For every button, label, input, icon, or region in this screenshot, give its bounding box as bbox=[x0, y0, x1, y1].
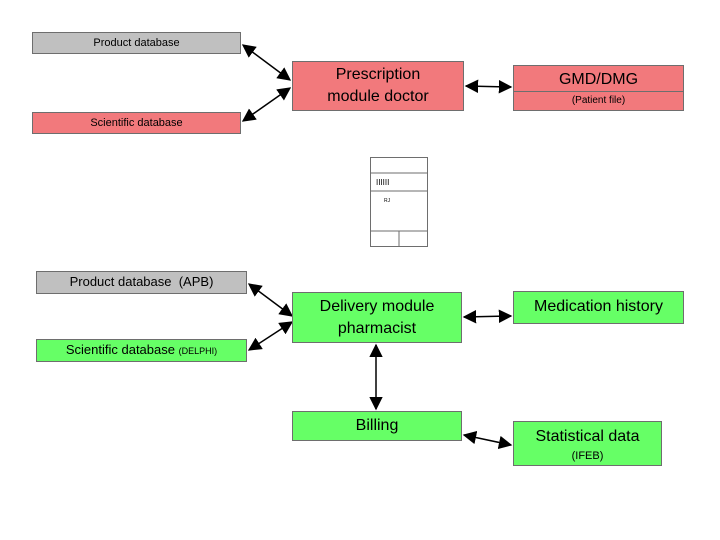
billing-label: Billing bbox=[355, 417, 399, 434]
product-database-apb-label: Product database (APB) bbox=[69, 274, 214, 289]
medication-history-box: Medication history bbox=[513, 291, 684, 324]
prescription-module-box: Prescription module doctor bbox=[292, 61, 464, 111]
patient-file-label: (Patient file) bbox=[571, 95, 626, 106]
gmd-dmg-divider bbox=[514, 91, 683, 92]
scientific-database-top-box: Scientific database bbox=[32, 112, 241, 134]
scientific-database-delphi-box: Scientific database (DELPHI) bbox=[36, 339, 247, 362]
gmd-dmg-label: GMD/DMG bbox=[558, 71, 639, 88]
prescription-module-line2: module doctor bbox=[327, 88, 429, 105]
product-database-apb-box: Product database (APB) bbox=[36, 271, 247, 294]
statistical-data-label: Statistical data bbox=[535, 428, 640, 445]
form-barcode: IIIIII bbox=[376, 178, 389, 187]
form-mark: RJ bbox=[384, 198, 391, 204]
scientific-database-delphi-text: Scientific database bbox=[65, 342, 175, 357]
medication-history-label: Medication history bbox=[534, 298, 663, 315]
statistical-data-box: Statistical data (IFEB) bbox=[513, 421, 662, 466]
prescription-module-line1: Prescription bbox=[335, 66, 421, 83]
product-database-top-label: Product database bbox=[93, 37, 180, 49]
delphi-label: (DELPHI) bbox=[178, 346, 218, 356]
arrow-delivery-to-medication bbox=[462, 309, 513, 324]
arrow-product-apb-to-delivery bbox=[247, 283, 294, 317]
arrow-scientific-delphi-to-delivery bbox=[247, 321, 294, 351]
delivery-module-line1: Delivery module bbox=[319, 298, 435, 315]
gmd-dmg-box: GMD/DMG (Patient file) bbox=[513, 65, 684, 111]
delivery-module-box: Delivery module pharmacist bbox=[292, 292, 462, 343]
arrow-scientific-db-to-prescription bbox=[241, 87, 292, 122]
arrow-product-db-to-prescription bbox=[241, 44, 292, 81]
delivery-module-line2: pharmacist bbox=[337, 320, 417, 337]
arrow-prescription-to-gmd bbox=[464, 79, 513, 94]
billing-box: Billing bbox=[292, 411, 462, 441]
scientific-database-top-label: Scientific database bbox=[90, 117, 183, 129]
ifeb-label: (IFEB) bbox=[571, 450, 604, 462]
scientific-database-delphi-label: Scientific database (DELPHI) bbox=[37, 342, 246, 358]
product-database-top-box: Product database bbox=[32, 32, 241, 54]
prescription-form-icon: IIIIII RJ bbox=[370, 157, 428, 247]
arrow-billing-to-statistical bbox=[462, 430, 513, 450]
